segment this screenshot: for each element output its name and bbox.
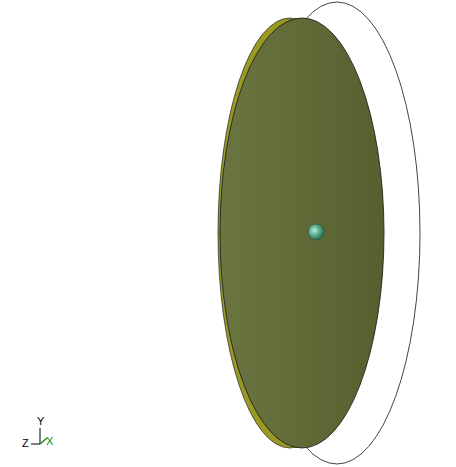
axis-label: Y (37, 416, 44, 427)
disc-face (220, 18, 384, 448)
axis-y (40, 428, 41, 444)
axis-label: Z (22, 438, 29, 449)
axis-z (31, 444, 40, 445)
center-sphere (308, 224, 324, 240)
axis-x (40, 438, 47, 444)
axis-label: X (46, 436, 53, 447)
